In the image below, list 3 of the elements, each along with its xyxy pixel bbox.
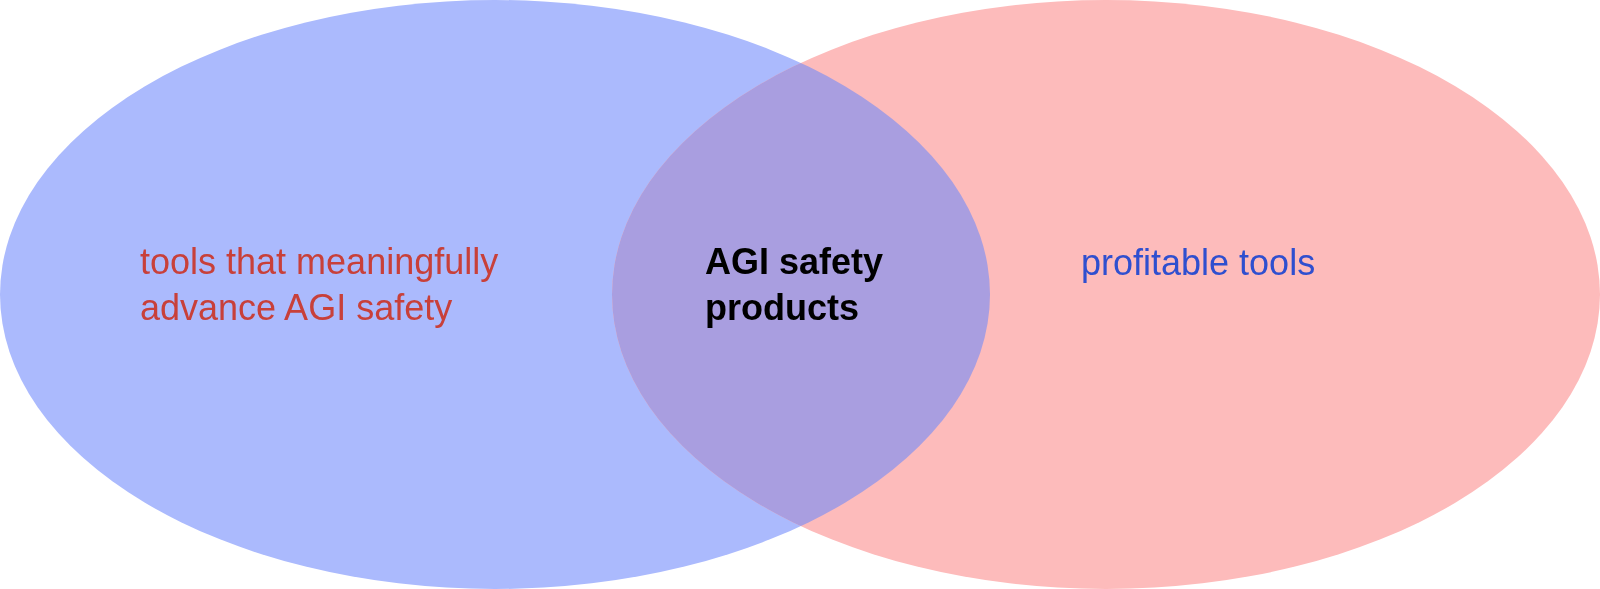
intersection-label: AGI safety products bbox=[705, 240, 885, 330]
set-label: tools that meaningfully advance AGI safety bbox=[140, 240, 500, 330]
set-label: profitable tools bbox=[1081, 241, 1317, 285]
